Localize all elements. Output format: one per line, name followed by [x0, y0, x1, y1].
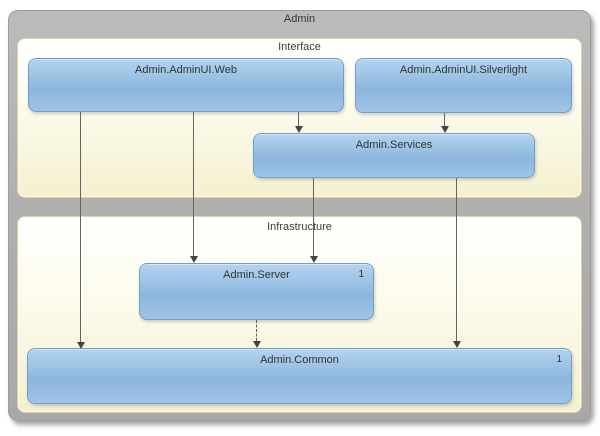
node-label: Admin.Server: [223, 269, 290, 281]
node-label: Admin.Common: [260, 354, 339, 366]
node-admin-common[interactable]: Admin.Common 1: [27, 348, 572, 404]
node-admin-adminui-web[interactable]: Admin.AdminUI.Web: [28, 58, 344, 112]
node-admin-adminui-silverlight[interactable]: Admin.AdminUI.Silverlight: [355, 58, 572, 113]
edge-services-to-server[interactable]: [309, 178, 318, 263]
node-label: Admin.AdminUI.Silverlight: [399, 64, 528, 76]
node-label: Admin.Services: [355, 139, 433, 151]
node-label: Admin.AdminUI.Web: [135, 64, 237, 76]
edge-web-to-server[interactable]: [189, 112, 198, 263]
edge-web-to-common[interactable]: [76, 112, 85, 349]
arrowhead-down-icon: [440, 126, 449, 133]
edge-web-to-services[interactable]: [294, 112, 303, 133]
node-admin-services[interactable]: Admin.Services: [253, 133, 535, 178]
edge-server-to-common[interactable]: [253, 320, 261, 348]
edge-silverlight-to-services[interactable]: [440, 113, 449, 133]
container-title: Admin: [283, 13, 316, 25]
arrowhead-down-icon: [309, 256, 318, 263]
arrowhead-down-icon: [253, 341, 261, 348]
node-admin-server[interactable]: Admin.Server 1: [139, 263, 374, 320]
arrowhead-down-icon: [189, 256, 198, 263]
arrowhead-down-icon: [76, 342, 85, 349]
layer-label-infrastructure: Infrastructure: [267, 221, 332, 233]
edge-services-to-common[interactable]: [452, 178, 461, 348]
arrowhead-down-icon: [294, 126, 303, 133]
arrowhead-down-icon: [452, 341, 461, 348]
link-count-badge: 1: [358, 269, 364, 280]
layer-label-interface: Interface: [278, 41, 321, 53]
link-count-badge: 1: [556, 354, 562, 365]
